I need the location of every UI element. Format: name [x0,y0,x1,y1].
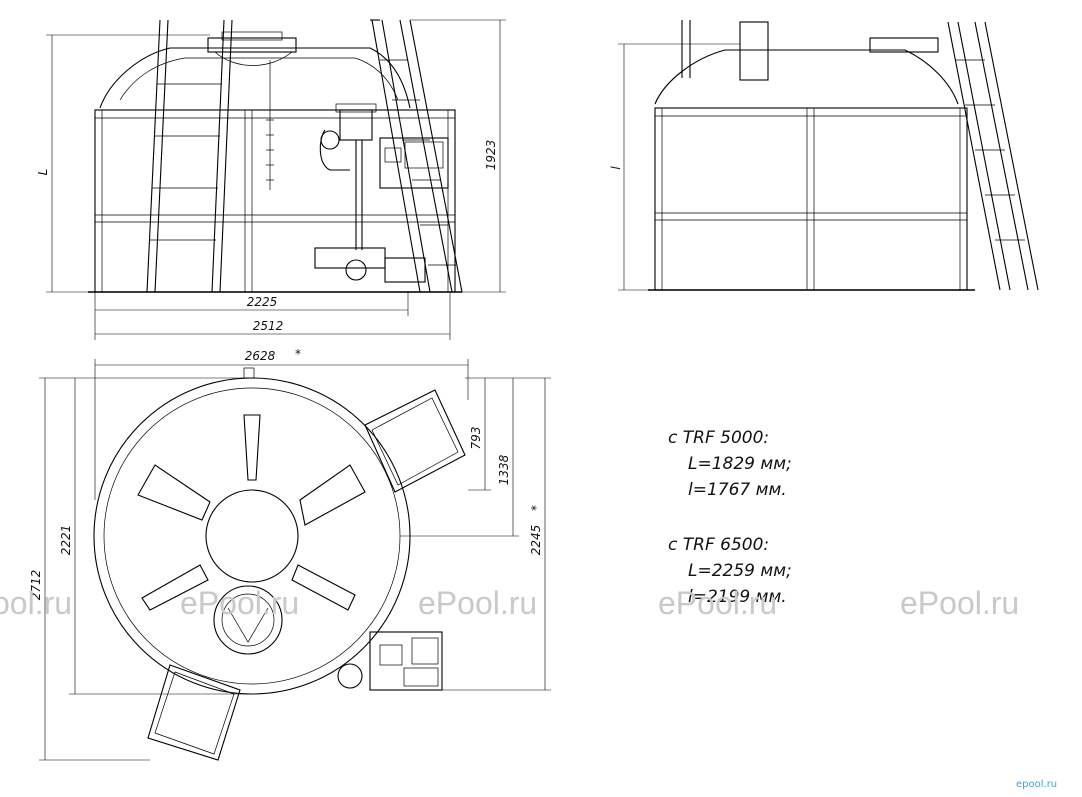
watermark-text: ePool.ru [900,585,1019,621]
plan-width-mark: * [295,347,301,361]
plan-2245-label: 2245 [529,525,543,556]
plan-width-label: 2628 [245,349,276,363]
watermark-text: ePool.ru [658,585,777,621]
plan-view [39,359,551,761]
side-view [618,20,1039,291]
front-width-inner-label: 2225 [247,295,278,309]
plan-1338-label: 1338 [497,454,511,485]
trf6500-l-value: l=2199 мм. [688,587,787,607]
plan-2245-mark: * [529,505,543,511]
front-view [46,19,506,340]
trf5000-L-value: L=1829 мм; [688,454,792,474]
watermark-text: ool.ru [0,585,72,621]
trf6500-L-value: L=2259 мм; [688,561,792,581]
plan-2712-label: 2712 [29,570,43,601]
plan-793-label: 793 [469,427,483,450]
trf6500-title: с TRF 6500: [668,535,769,555]
front-width-outer-label: 2512 [253,319,284,333]
front-height-label: L [36,169,50,176]
trf5000-l-value: l=1767 мм. [688,480,787,500]
watermark-text: ePool.ru [180,585,299,621]
watermark-text: ePool.ru [418,585,537,621]
trf5000-title: с TRF 5000: [668,428,769,448]
side-height-label: l [609,166,623,170]
plan-2221-label: 2221 [59,525,73,556]
front-full-height-label: 1923 [484,140,498,171]
site-logo: epool.ru [1016,779,1057,790]
